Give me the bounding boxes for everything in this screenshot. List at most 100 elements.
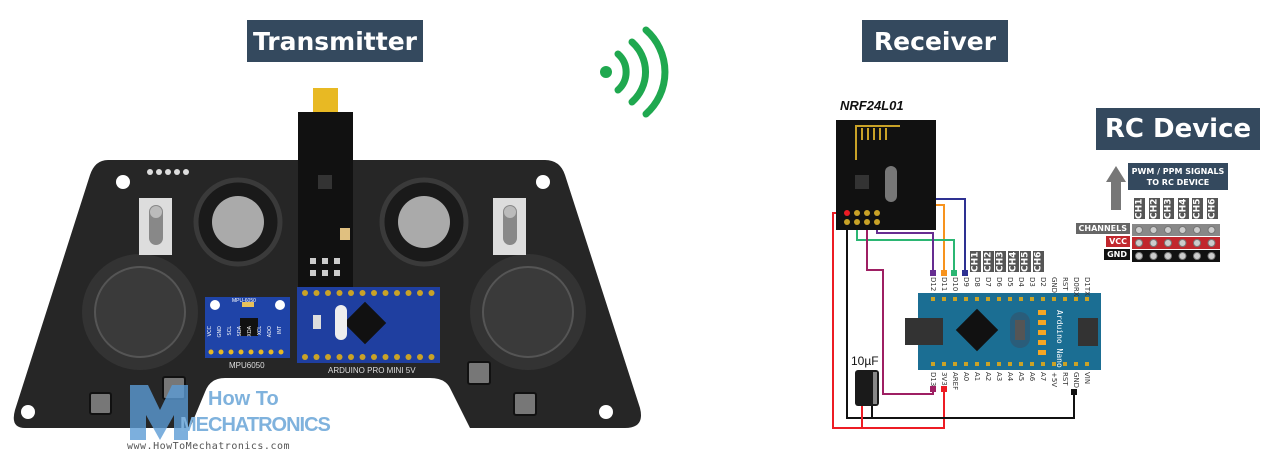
- nano-bottom-pin-label: A1: [973, 372, 981, 382]
- nano-channel-label: CH6: [1032, 251, 1044, 272]
- nano-channel-label: CH2: [982, 251, 994, 272]
- arduino-nano: [905, 293, 1101, 370]
- pin-hole: [417, 354, 423, 360]
- nano-bottom-pin-label: A6: [1028, 372, 1036, 382]
- nano-bottom-pin-label: D13: [929, 372, 937, 387]
- nano-top-pin-label: D3: [1028, 277, 1036, 287]
- signal-arrow: [1106, 166, 1126, 210]
- pin-pad: [964, 297, 968, 301]
- header-pin: [1207, 226, 1216, 234]
- pin-hole: [313, 290, 320, 296]
- rc-channel-label: CH1: [1134, 198, 1145, 219]
- nano-top-pin-label: D9: [962, 277, 970, 287]
- nano-top-pin-label: D8: [973, 277, 981, 287]
- mpu-pin-label: XCL: [257, 326, 263, 336]
- header-pin: [1193, 226, 1201, 234]
- pin-pad: [953, 362, 957, 366]
- nano-bottom-pin-label: +5V: [1050, 372, 1058, 388]
- rc-row-label-vcc: VCC: [1106, 236, 1130, 247]
- nano-bottom-pin-label: A4: [1006, 372, 1014, 382]
- logo-how-to: How To: [208, 388, 279, 410]
- pin-pad: [931, 297, 935, 301]
- mpu6050-board: [205, 297, 290, 358]
- capacitor: [855, 370, 879, 406]
- vcc-header-row: [1132, 237, 1220, 249]
- nano-bottom-pin-label: A5: [1017, 372, 1025, 382]
- logo-website[interactable]: www.HowToMechatronics.com: [127, 441, 291, 452]
- pin-hole: [371, 354, 377, 360]
- pin-pad: [1019, 362, 1023, 366]
- pin-hole: [336, 354, 343, 360]
- nano-bottom-pin-label: A3: [995, 372, 1003, 382]
- nano-top-pin-label: D1TX: [1083, 277, 1091, 296]
- pro-mini-label: ARDUINO PRO MINI 5V: [328, 366, 416, 375]
- header-pin: [1164, 226, 1172, 234]
- nano-channel-label: CH5: [1020, 251, 1031, 272]
- pin-pad: [964, 362, 968, 366]
- header-pin: [1135, 252, 1143, 260]
- mpu-pin-label: GND: [217, 326, 223, 338]
- nrf24l01-module: [836, 120, 936, 230]
- rc-row-label-channels: CHANNELS: [1075, 223, 1130, 234]
- rc-channel-label: CH5: [1192, 198, 1203, 219]
- toggle-right: [493, 198, 526, 255]
- nano-top-pin-label: D4: [1017, 277, 1025, 287]
- pin-hole: [428, 354, 435, 360]
- pin-pad: [986, 297, 990, 301]
- signal-label: PWM / PPM SIGNALS TO RC DEVICE: [1128, 163, 1228, 190]
- nano-top-pin-label: D6: [995, 277, 1003, 287]
- pin-hole: [348, 290, 354, 296]
- pin-pad: [1074, 297, 1078, 301]
- capacitor-label: 10µF: [851, 354, 879, 368]
- pin-hole: [405, 290, 412, 296]
- signal-label-line-1: PWM / PPM SIGNALS: [1131, 166, 1225, 176]
- pin-hole: [313, 354, 320, 360]
- nrf24l01-label: NRF24L01: [840, 98, 904, 113]
- header-pin: [1135, 226, 1143, 234]
- header-pin: [1207, 239, 1216, 247]
- joystick-left: [82, 254, 198, 370]
- header-pin: [1178, 252, 1187, 260]
- pin-pad: [942, 362, 946, 366]
- rc-channel-label: CH6: [1206, 198, 1218, 219]
- pin-pad: [986, 362, 990, 366]
- header-pin: [1135, 239, 1143, 247]
- header-pin: [1164, 252, 1172, 260]
- header-pin: [1149, 252, 1158, 260]
- pin-hole: [394, 290, 400, 296]
- mpu-pin-label: SCL: [227, 326, 233, 336]
- knob-left: [193, 177, 283, 267]
- rc-channel-label: CH3: [1163, 198, 1174, 219]
- nano-channel-label: CH3: [995, 251, 1006, 272]
- pin-hole: [302, 354, 308, 360]
- pin-hole: [336, 290, 343, 296]
- pin-hole: [359, 290, 366, 296]
- nrf-module-tx: [298, 88, 353, 287]
- mpu-pin-label: VCC: [207, 326, 213, 337]
- pin-pad: [1030, 297, 1034, 301]
- pin-pad: [1052, 297, 1056, 301]
- pin-pad: [1063, 297, 1067, 301]
- nano-bottom-pin-label: RST: [1061, 372, 1069, 386]
- pin-pad: [1063, 362, 1067, 366]
- header-pin: [1178, 226, 1187, 234]
- nano-top-pin-label: D2: [1039, 277, 1047, 287]
- nano-bottom-pin-label: A7: [1039, 372, 1047, 382]
- pin-pad: [1041, 297, 1045, 301]
- pin-hole: [382, 290, 389, 296]
- pin-hole: [417, 290, 423, 296]
- pin-pad: [942, 297, 946, 301]
- nano-bottom-pin-label: A2: [984, 372, 992, 382]
- nano-bottom-pin-label: AREF: [951, 372, 959, 391]
- pin-pad: [1085, 362, 1089, 366]
- nano-channel-label: CH4: [1007, 251, 1019, 272]
- pin-pad: [997, 362, 1001, 366]
- nano-bottom-pin-label: VIN: [1083, 372, 1091, 385]
- nano-top-pin-label: D11: [940, 277, 948, 292]
- nano-bottom-pin-label: GND: [1072, 372, 1080, 389]
- pin-pad: [1052, 362, 1056, 366]
- logo-mark: [130, 385, 188, 440]
- header-pin: [1149, 239, 1158, 247]
